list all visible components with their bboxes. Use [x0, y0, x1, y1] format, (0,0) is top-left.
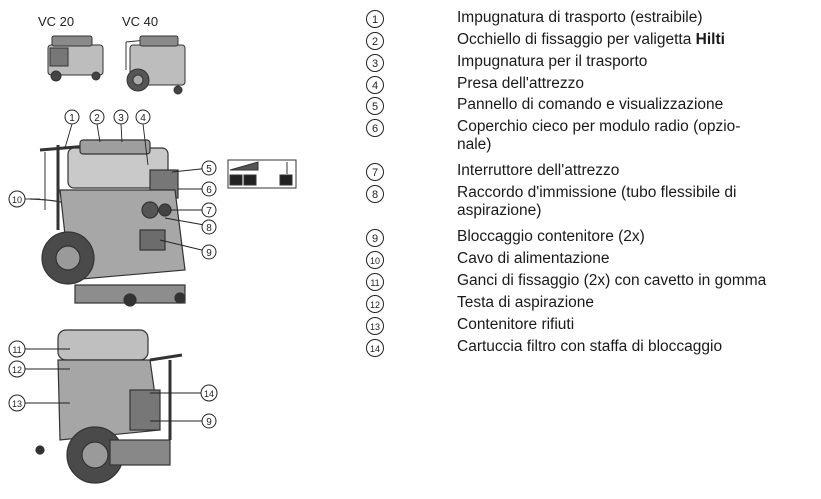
legend-number-marker: 2 [365, 31, 387, 53]
legend-text: Interruttore dell'attrezzo [457, 162, 619, 180]
legend-text: Testa di aspirazione [457, 294, 594, 312]
legend-number-marker: 6 [365, 118, 387, 140]
svg-text:6: 6 [372, 123, 378, 135]
legend-text: Coperchio cieco per modulo radio (opzio-… [457, 118, 740, 154]
legend-number-marker: 5 [365, 96, 387, 118]
svg-text:13: 13 [370, 322, 380, 332]
vacuum-rear-view [36, 330, 182, 483]
svg-text:9: 9 [206, 248, 212, 259]
control-panel-inset [228, 160, 296, 188]
legend-number-marker: 9 [365, 228, 387, 250]
legend-number-marker: 11 [365, 272, 387, 294]
svg-text:10: 10 [370, 256, 380, 266]
svg-text:13: 13 [12, 399, 22, 409]
svg-text:8: 8 [206, 223, 212, 234]
svg-text:3: 3 [372, 58, 378, 70]
svg-text:1: 1 [69, 113, 75, 124]
svg-text:7: 7 [206, 206, 212, 217]
svg-text:3: 3 [118, 113, 124, 124]
svg-text:2: 2 [94, 113, 100, 124]
legend-text: Contenitore rifiuti [457, 316, 574, 334]
legend-number-marker: 3 [365, 53, 387, 75]
svg-text:2: 2 [372, 36, 378, 48]
model-label-vc20: VC 20 [38, 14, 74, 29]
legend-number-marker: 12 [365, 294, 387, 316]
model-label-vc40: VC 40 [122, 14, 158, 29]
svg-text:14: 14 [370, 344, 380, 354]
legend-text: Raccordo d'immissione (tubo flessibile d… [457, 184, 737, 220]
legend-text: Impugnatura per il trasporto [457, 53, 647, 71]
svg-text:4: 4 [372, 80, 378, 92]
brand-name: Hilti [696, 31, 725, 48]
legend-text: Ganci di fissaggio (2x) con cavetto in g… [457, 272, 766, 290]
svg-text:11: 11 [370, 278, 379, 288]
svg-text:10: 10 [12, 195, 22, 205]
legend-number-marker: 13 [365, 316, 387, 338]
vacuum-illustration: VC 20 VC 40 [0, 0, 330, 494]
vacuum-drawings: 1 2 3 4 5 6 7 8 9 10 11 12 13 14 9 [0, 0, 330, 494]
svg-text:9: 9 [206, 417, 212, 428]
svg-text:7: 7 [372, 167, 378, 179]
legend-text: Presa dell'attrezzo [457, 75, 584, 93]
svg-text:12: 12 [370, 300, 380, 310]
legend-text: Pannello di comando e visualizzazione [457, 96, 723, 114]
legend-text: Occhiello di fissaggio per valigetta Hil… [457, 31, 725, 49]
vc20-thumbnail [48, 36, 103, 81]
svg-text:4: 4 [140, 113, 146, 124]
legend-text: Cartuccia filtro con staffa di bloccaggi… [457, 338, 722, 356]
vc40-thumbnail [126, 36, 185, 94]
legend-number-marker: 4 [365, 75, 387, 97]
legend-number-marker: 7 [365, 162, 387, 184]
legend-text: Bloccaggio contenitore (2x) [457, 228, 645, 246]
vacuum-front-view [30, 140, 185, 306]
legend-number-marker: 1 [365, 9, 387, 31]
legend-number-marker: 10 [365, 250, 387, 272]
svg-text:8: 8 [372, 189, 378, 201]
legend-text: Impugnatura di trasporto (estraibile) [457, 9, 703, 27]
svg-text:1: 1 [372, 14, 378, 26]
legend-text: Cavo di alimentazione [457, 250, 610, 268]
svg-text:12: 12 [12, 365, 22, 375]
svg-text:9: 9 [372, 233, 378, 245]
legend-number-marker: 8 [365, 184, 387, 206]
svg-text:6: 6 [206, 185, 212, 196]
svg-text:5: 5 [206, 164, 212, 175]
svg-text:14: 14 [204, 389, 214, 399]
svg-text:5: 5 [372, 101, 378, 113]
svg-text:11: 11 [12, 345, 21, 355]
legend-number-marker: 14 [365, 338, 387, 360]
